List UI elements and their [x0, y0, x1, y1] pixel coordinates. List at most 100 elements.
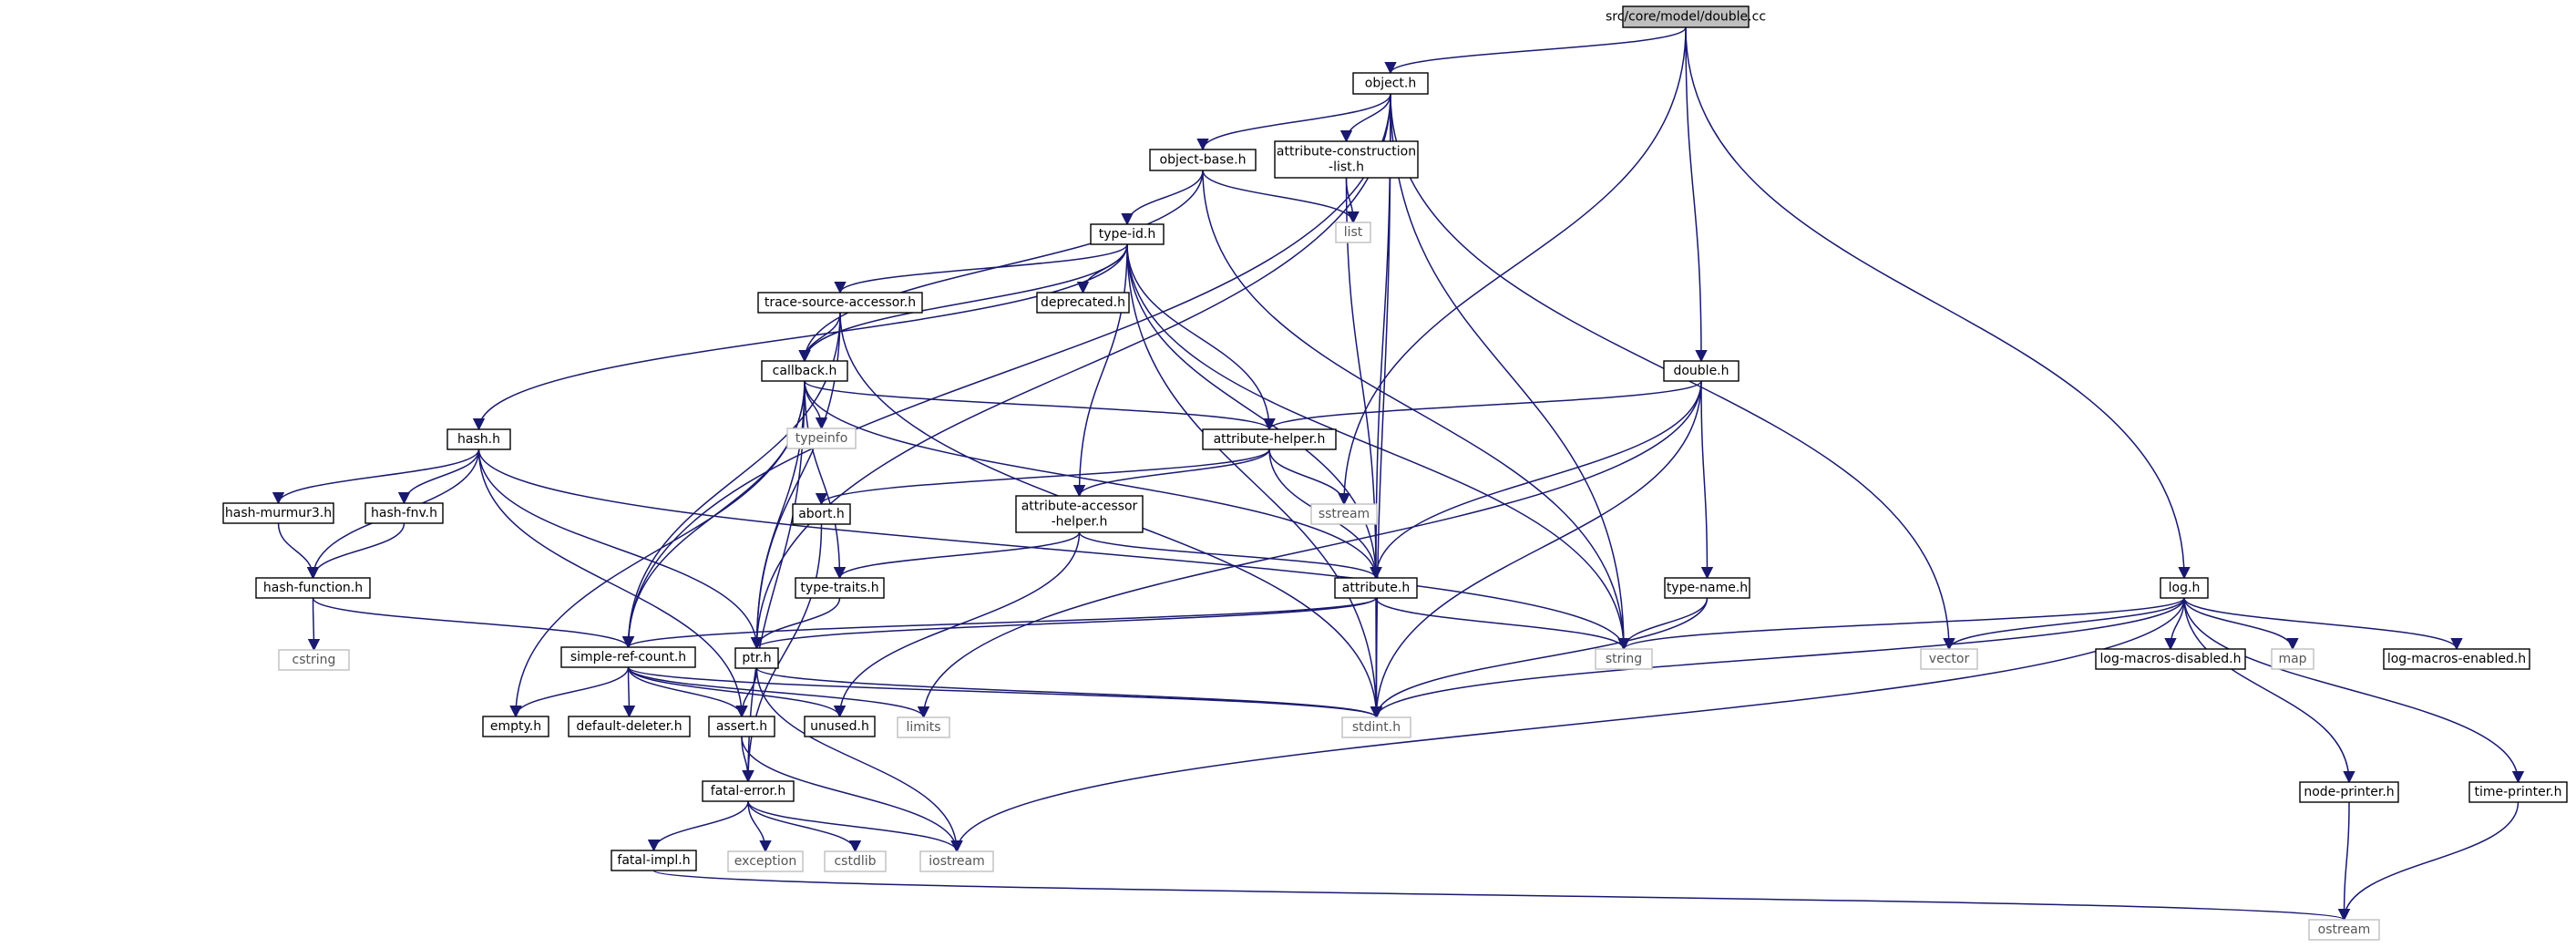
edge-log-h-to-stdint-h	[1370, 597, 2185, 719]
node-label: type-id.h	[1099, 227, 1155, 242]
edge-double-h-to-attribute-helper-h	[1263, 380, 1702, 431]
node-label: string	[1606, 652, 1642, 666]
node-hash-function-h[interactable]: hash-function.h	[255, 577, 371, 599]
node-box	[786, 428, 857, 449]
node-fatal-error-h[interactable]: fatal-error.h	[702, 780, 795, 802]
node-box	[897, 716, 950, 738]
node-attribute-accessor-helper-h[interactable]: attribute-accessor-helper.h	[1015, 495, 1144, 533]
node-label: double.h	[1673, 364, 1729, 378]
node-log-macros-disabled-h[interactable]: log-macros-disabled.h	[2095, 648, 2246, 670]
node-label: typeinfo	[795, 431, 848, 446]
edge-log-h-to-node-printer-h	[2183, 597, 2355, 784]
node-box	[611, 850, 697, 871]
edge-simple-ref-count-h-to-limits	[627, 666, 930, 719]
node-empty-h[interactable]: empty.h	[482, 716, 549, 737]
node-object-base-h[interactable]: object-base.h	[1149, 149, 1257, 171]
node-box	[1334, 577, 1418, 599]
node-label: list	[1344, 225, 1363, 240]
node-box	[446, 428, 511, 450]
node-time-printer-h[interactable]: time-printer.h	[2468, 781, 2568, 803]
edge-attribute-h-to-simple-ref-count-h	[622, 597, 1377, 649]
edge-log-h-to-iostream	[950, 597, 2185, 853]
node-hash-fnv-h[interactable]: hash-fnv.h	[364, 502, 444, 524]
edge-ptr-h-to-assert-h	[735, 667, 758, 718]
node-box	[795, 577, 885, 599]
node-box	[1090, 223, 1165, 245]
node-type-id-h[interactable]: type-id.h	[1090, 223, 1165, 245]
edge-attribute-helper-h-to-sstream	[1268, 448, 1350, 506]
node-type-name-h[interactable]: type-name.h	[1664, 577, 1750, 599]
node-box	[2271, 648, 2314, 670]
node-double-cc[interactable]: src/core/model/double.cc	[1606, 5, 1766, 28]
edge-hash-fnv-h-to-hash-function-h	[306, 522, 405, 580]
edge-double-cc-to-object-h	[1384, 26, 1687, 75]
edge-attribute-accessor-helper-h-to-type-traits-h	[833, 531, 1081, 580]
node-box	[708, 716, 775, 737]
node-box	[1920, 648, 1978, 670]
edge-hash-h-to-hash-murmur3-h	[272, 448, 480, 505]
node-attribute-construction-list-h[interactable]: attribute-construction-list.h	[1274, 140, 1419, 179]
edge-type-id-h-to-trace-source-accessor-h	[834, 243, 1128, 294]
edge-node-printer-h-to-ostream	[2337, 801, 2351, 922]
node-object-h[interactable]: object.h	[1352, 72, 1429, 95]
node-log-macros-enabled-h[interactable]: log-macros-enabled.h	[2383, 648, 2530, 670]
node-hash-h[interactable]: hash.h	[446, 428, 511, 450]
node-box	[1664, 577, 1750, 599]
node-string: string	[1595, 648, 1653, 670]
edge-simple-ref-count-h-to-default-deleter-h	[622, 666, 636, 718]
node-label: deprecated.h	[1041, 295, 1125, 310]
node-node-printer-h[interactable]: node-printer.h	[2299, 781, 2399, 803]
node-deprecated-h[interactable]: deprecated.h	[1036, 292, 1130, 314]
node-label: attribute-construction	[1277, 145, 1416, 160]
node-map: map	[2271, 648, 2314, 670]
node-box	[364, 502, 444, 524]
node-box	[1274, 140, 1419, 179]
node-label: map	[2278, 652, 2306, 666]
node-label: -list.h	[1329, 160, 1364, 175]
node-fatal-impl-h[interactable]: fatal-impl.h	[611, 850, 697, 871]
node-simple-ref-count-h[interactable]: simple-ref-count.h	[560, 646, 696, 668]
edge-double-cc-to-sstream	[1338, 26, 1687, 506]
node-callback-h[interactable]: callback.h	[761, 360, 848, 382]
edge-simple-ref-count-h-to-unused-h	[627, 666, 847, 718]
node-trace-source-accessor-h[interactable]: trace-source-accessor.h	[757, 292, 923, 314]
node-box	[255, 577, 371, 599]
edge-hash-h-to-assert-h	[477, 448, 748, 718]
node-double-h[interactable]: double.h	[1663, 360, 1740, 382]
node-box	[804, 716, 876, 737]
node-box	[824, 850, 887, 872]
node-ptr-h[interactable]: ptr.h	[734, 647, 779, 669]
node-label: abort.h	[798, 507, 845, 521]
edge-simple-ref-count-h-to-stdint-h	[627, 666, 1382, 719]
node-label: attribute.h	[1342, 581, 1410, 595]
edge-type-id-h-to-callback-h	[798, 243, 1128, 363]
edge-attribute-h-to-string	[1375, 597, 1630, 651]
node-label: empty.h	[490, 719, 541, 734]
node-box	[278, 649, 350, 671]
edge-hash-function-h-to-simple-ref-count-h	[312, 597, 635, 649]
node-label: ostream	[2318, 922, 2371, 937]
node-box	[1352, 72, 1429, 95]
edge-double-h-to-limits	[917, 380, 1702, 719]
node-attribute-helper-h[interactable]: attribute-helper.h	[1202, 428, 1337, 450]
node-attribute-h[interactable]: attribute.h	[1334, 577, 1418, 599]
node-log-h[interactable]: log.h	[2160, 577, 2209, 599]
node-label: log-macros-disabled.h	[2100, 652, 2242, 666]
node-box	[734, 647, 779, 669]
node-box	[2095, 648, 2246, 670]
node-unused-h[interactable]: unused.h	[804, 716, 876, 737]
node-hash-murmur3-h[interactable]: hash-murmur3.h	[222, 502, 334, 524]
node-label: attribute-helper.h	[1214, 432, 1326, 447]
node-abort-h[interactable]: abort.h	[792, 503, 851, 525]
node-box	[482, 716, 549, 737]
node-label: hash-fnv.h	[371, 506, 437, 520]
node-type-traits-h[interactable]: type-traits.h	[795, 577, 885, 599]
node-label: src/core/model/double.cc	[1606, 10, 1766, 25]
node-assert-h[interactable]: assert.h	[708, 716, 775, 737]
node-default-deleter-h[interactable]: default-deleter.h	[568, 716, 691, 737]
edge-object-h-to-object-base-h	[1196, 93, 1391, 151]
node-box	[919, 850, 994, 872]
edge-fatal-error-h-to-fatal-impl-h	[647, 800, 749, 852]
node-label: object-base.h	[1160, 153, 1247, 168]
edge-fatal-impl-h-to-ostream	[652, 870, 2350, 922]
